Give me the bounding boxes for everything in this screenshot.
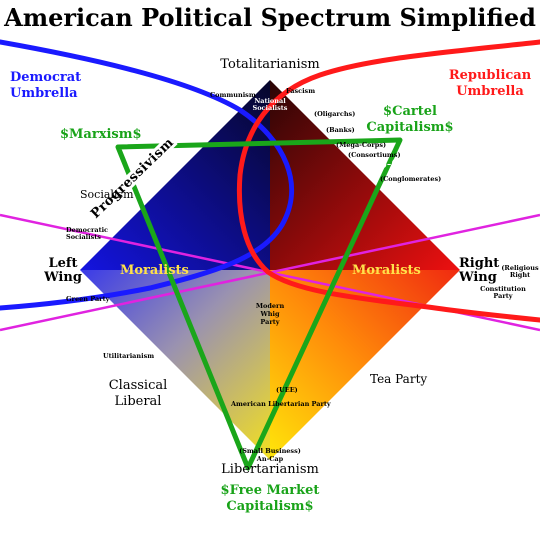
green-capitalism-triangle (115, 137, 403, 471)
consortiums-label: (Consortiums) (348, 151, 401, 159)
green-party-label: Green Party (66, 295, 110, 303)
conglomerates-label: (Conglomerates) (380, 175, 442, 183)
republican-umbrella-label: Republican Umbrella (448, 68, 532, 99)
democratic-socialists-label: Democratic Socialists (66, 226, 109, 242)
diagram-title: American Political Spectrum Simplified (4, 3, 536, 32)
neo-cons-label: Neo-Cons (360, 157, 425, 172)
republican-umbrella-curve (236, 39, 540, 323)
communism-label: Communism (210, 91, 256, 99)
left-wing-label: Left Wing (44, 256, 82, 286)
utilitarianism-label: Utilitarianism (103, 352, 155, 360)
religious-right-label: (Religious Right (501, 264, 539, 280)
socialism-label: Socialism (80, 188, 134, 201)
right-wing-label: Right Wing (459, 256, 500, 286)
democrat-umbrella-label: Democrat Umbrella (10, 70, 82, 101)
moralists-right-label: Moralists (352, 263, 421, 278)
tea-party-label: Tea Party (370, 372, 428, 386)
cartel-capitalism-label: $Cartel Capitalism$ (366, 104, 454, 135)
national-socialists-label: National Socialists (252, 97, 288, 113)
oligarchs-label: (Oligarchs) (314, 110, 356, 118)
totalitarianism-label: Totalitarianism (220, 57, 320, 72)
libertarianism-label: Libertarianism (221, 462, 319, 477)
small-business-label: (Small Business) (239, 447, 301, 455)
quadrant-authoritarian-left (80, 80, 270, 270)
democrat-umbrella-curve (0, 39, 295, 311)
classical-liberal-label: Classical Liberal (108, 378, 168, 410)
mega-corps-label: (Mega-Corps) (336, 141, 387, 149)
modern-whig-party-label: Modern Whig Party (255, 302, 285, 326)
quadrant-libertarian-left (80, 270, 270, 460)
free-market-capitalism-label: $Free Market Capitalism$ (220, 483, 320, 514)
american-libertarian-party-label: American Libertarian Party (231, 400, 331, 408)
quadrant-authoritarian-right (270, 80, 460, 270)
uee-label: (UEE) (276, 386, 298, 394)
an-cap-label: An-Cap (256, 455, 284, 463)
moralists-left-label: Moralists (120, 263, 189, 278)
marxism-label: $Marxism$ (60, 127, 142, 142)
constitution-party-label: Constitution Party (480, 285, 526, 301)
fascism-label: Fascism (286, 87, 316, 95)
banks-label: (Banks) (326, 126, 355, 134)
